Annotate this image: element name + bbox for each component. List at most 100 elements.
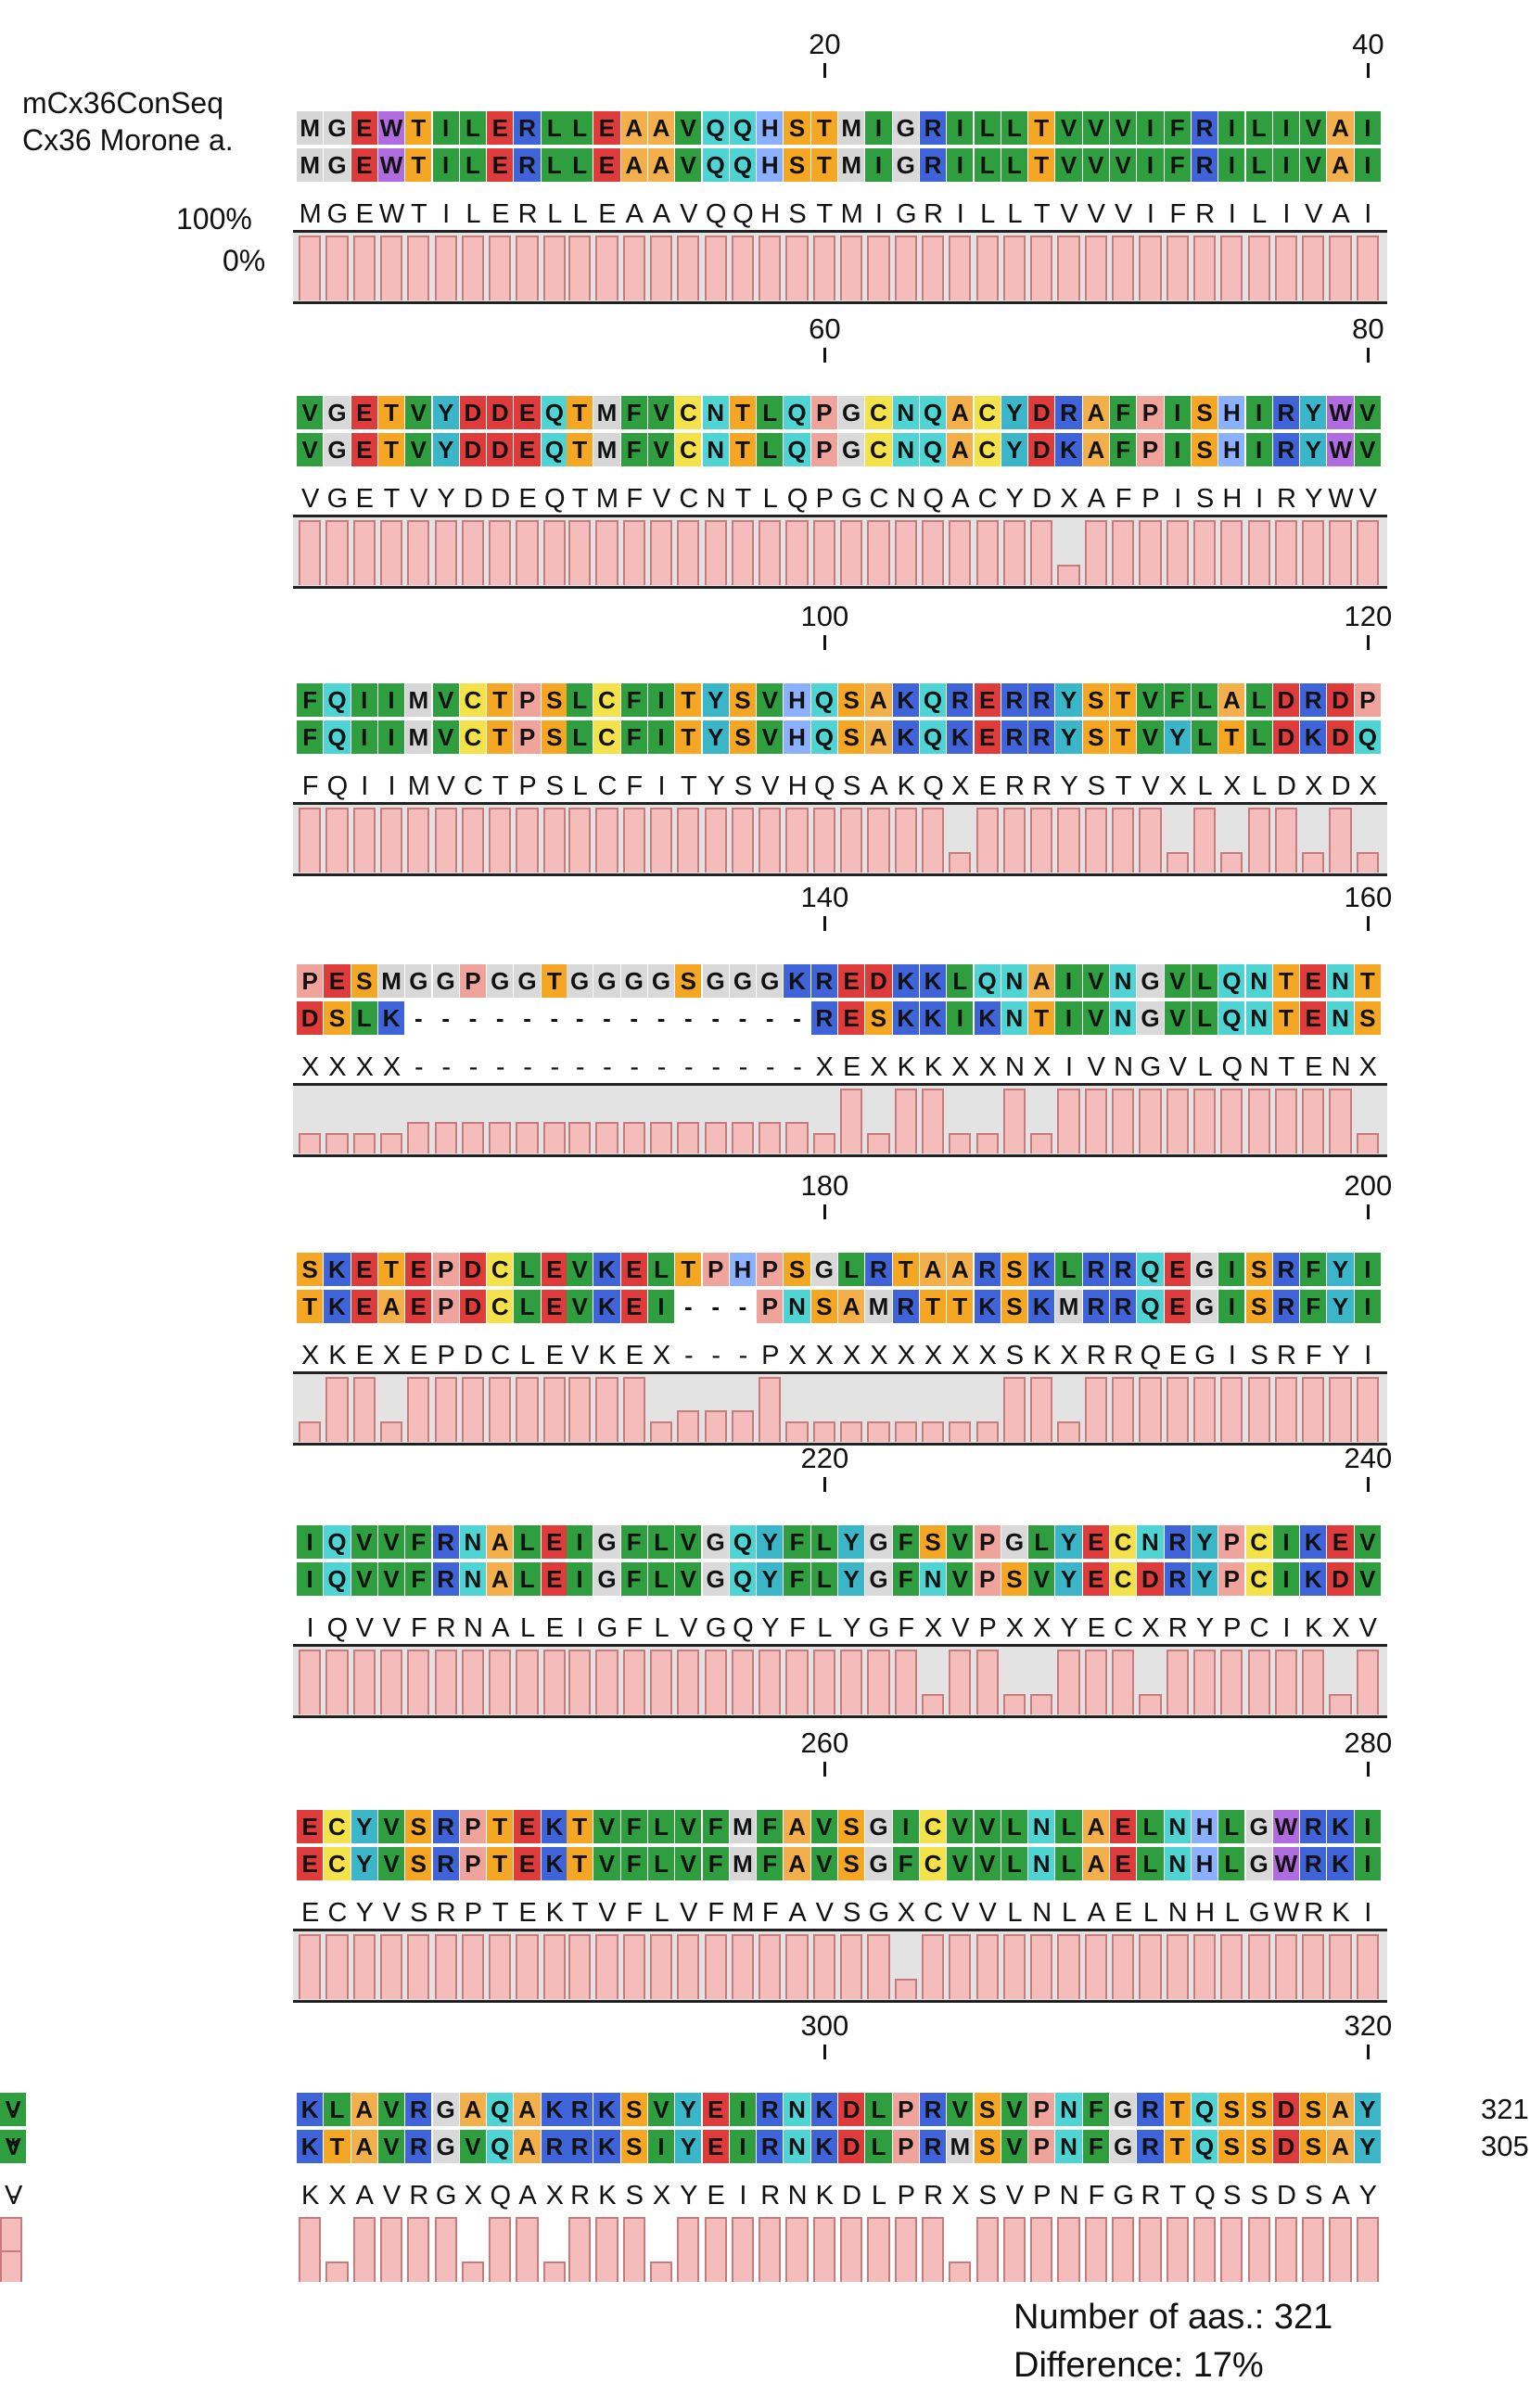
consensus-char: V bbox=[1087, 198, 1105, 229]
conservation-bar bbox=[1302, 1650, 1325, 1714]
residue-seq1: R bbox=[405, 2093, 432, 2126]
consensus-char: Y bbox=[680, 2180, 698, 2211]
consensus-char: N bbox=[1167, 1897, 1188, 1928]
conservation-bar bbox=[1247, 1089, 1270, 1153]
residue-seq1: F bbox=[892, 1525, 919, 1559]
residue-seq2: P bbox=[974, 1562, 1001, 1596]
residue-seq2: I bbox=[1137, 148, 1164, 182]
residue-seq1: C bbox=[1110, 1525, 1137, 1559]
residue-seq2: - bbox=[711, 1003, 720, 1032]
consensus-char: R bbox=[1276, 1340, 1296, 1370]
residue-seq1: Y bbox=[1191, 1525, 1218, 1559]
consensus-char: I bbox=[1282, 1612, 1291, 1643]
conservation-bar bbox=[1084, 1377, 1107, 1442]
residue-seq2: K bbox=[892, 1001, 919, 1035]
residue-seq1: Y bbox=[1327, 1253, 1354, 1286]
residue-seq1: T bbox=[377, 1253, 405, 1286]
residue-seq1: E bbox=[702, 2093, 729, 2126]
conservation-bar bbox=[812, 808, 835, 873]
conservation-bar bbox=[649, 1421, 673, 1442]
residue-seq1: A bbox=[1327, 111, 1354, 145]
conservation-bar bbox=[1084, 1650, 1107, 1714]
consensus-char: X bbox=[951, 771, 970, 801]
residue-seq1: E bbox=[514, 1810, 541, 1843]
residue-seq1: F bbox=[1164, 683, 1191, 717]
conservation-bar bbox=[325, 2261, 349, 2282]
consensus-char: E bbox=[1087, 1612, 1105, 1643]
consensus-char: I bbox=[576, 1612, 584, 1643]
conservation-bar bbox=[894, 1421, 917, 1442]
consensus-char: E bbox=[300, 1897, 320, 1928]
residue-seq2: S bbox=[1300, 2130, 1327, 2163]
conservation-bar bbox=[352, 1934, 376, 1999]
residue-seq1: W bbox=[1327, 396, 1354, 429]
conservation-bar bbox=[379, 520, 403, 585]
conservation-bar bbox=[1247, 1650, 1270, 1714]
residue-seq1: P bbox=[810, 396, 837, 429]
consensus-char: Y bbox=[1332, 1340, 1350, 1370]
consensus-char: C bbox=[869, 483, 889, 514]
residue-seq2: A bbox=[1327, 2130, 1354, 2163]
residue-seq1: C bbox=[865, 396, 892, 429]
residue-seq1: S bbox=[297, 1253, 324, 1286]
residue-seq1: D bbox=[1327, 683, 1354, 717]
consensus-char: C bbox=[1114, 1612, 1134, 1643]
conservation-bar bbox=[379, 1133, 403, 1153]
consensus-char: X bbox=[897, 1897, 915, 1928]
residue-seq1: E bbox=[1300, 964, 1327, 998]
conservation-bar bbox=[1002, 808, 1026, 873]
seq1-name: mCx36ConSeq bbox=[22, 86, 223, 120]
consensus-char: L bbox=[1197, 771, 1213, 801]
conservation-bar bbox=[731, 236, 755, 300]
residue-seq2: P bbox=[1218, 1562, 1245, 1596]
consensus-char: R bbox=[1304, 1897, 1324, 1928]
consensus-char: E bbox=[410, 1340, 428, 1370]
residue-seq2: K bbox=[1300, 720, 1327, 754]
residue-seq2: H bbox=[784, 720, 810, 754]
residue-seq2: I bbox=[1245, 433, 1272, 466]
consensus-char: Y bbox=[437, 483, 455, 514]
residue-seq1: I bbox=[947, 111, 974, 145]
residue-seq2: D bbox=[1028, 433, 1055, 466]
residue-seq1: Y bbox=[838, 1525, 865, 1559]
residue-seq1: G bbox=[702, 1525, 729, 1559]
consensus-char: - bbox=[8, 2180, 19, 2211]
residue-seq2: L bbox=[974, 148, 1001, 182]
position-label: 160 bbox=[1344, 881, 1393, 913]
conservation-bar bbox=[568, 1650, 592, 1714]
residue-seq1: D bbox=[487, 396, 514, 429]
conservation-bar bbox=[352, 1377, 376, 1442]
consensus-char: E bbox=[1168, 1340, 1187, 1370]
consensus-char: V bbox=[815, 1897, 834, 1928]
seq2-end-position: 305 bbox=[1481, 2130, 1529, 2162]
residue-seq1: L bbox=[838, 1253, 865, 1286]
conservation-bar bbox=[894, 236, 917, 300]
conservation-bar bbox=[1329, 1089, 1352, 1153]
residue-seq2: V bbox=[1300, 148, 1327, 182]
residue-seq2: T bbox=[729, 433, 757, 466]
residue-seq2: S bbox=[541, 720, 567, 754]
consensus-char: X bbox=[328, 1051, 347, 1082]
conservation-bar bbox=[1247, 236, 1270, 300]
consensus-char: V bbox=[4, 2180, 23, 2211]
consensus-char: - bbox=[711, 1340, 720, 1370]
consensus-char: Q bbox=[1140, 1340, 1162, 1370]
consensus-char: T bbox=[491, 771, 509, 801]
residue-seq1: I bbox=[1164, 396, 1191, 429]
residue-seq2: G bbox=[1245, 1847, 1272, 1880]
residue-seq1: L bbox=[459, 111, 487, 145]
residue-seq2: T bbox=[1272, 1001, 1300, 1035]
consensus-char: V bbox=[978, 1897, 997, 1928]
consensus-char: - bbox=[765, 1051, 775, 1082]
residue-seq1: E bbox=[324, 964, 351, 998]
conservation-bar bbox=[434, 520, 457, 585]
residue-seq2: L bbox=[757, 433, 784, 466]
residue-seq2: G bbox=[702, 1562, 729, 1596]
conservation-bar bbox=[325, 1377, 349, 1442]
residue-seq1: R bbox=[1028, 683, 1055, 717]
residue-seq1: T bbox=[675, 1253, 702, 1286]
residue-seq2: V bbox=[351, 1562, 377, 1596]
consensus-char: G bbox=[596, 1612, 618, 1643]
residue-seq2: V bbox=[1028, 1562, 1055, 1596]
consensus-char: W bbox=[378, 198, 405, 229]
